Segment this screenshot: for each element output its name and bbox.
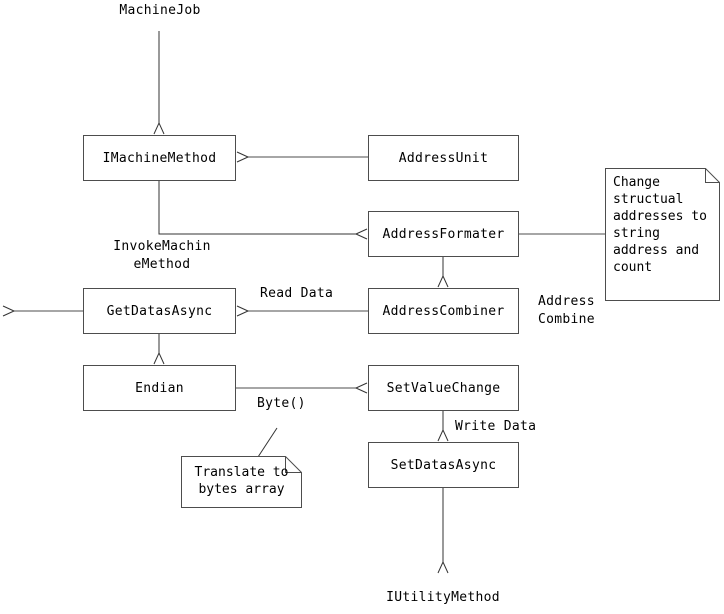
edge-label-address-combine: Address Combine — [538, 294, 595, 327]
node-label: SetValueChange — [386, 380, 501, 396]
diagram-footer-iutilitymethod: IUtilityMethod — [386, 590, 500, 605]
node-addresscombiner[interactable]: AddressCombiner — [368, 288, 519, 334]
node-label: AddressUnit — [398, 150, 489, 166]
node-label: SetDatasAsync — [390, 457, 497, 473]
note-leader-translate-bytes — [257, 427, 278, 458]
edge-label-byte-call: Byte() — [257, 396, 306, 411]
node-setvaluechange[interactable]: SetValueChange — [368, 365, 519, 411]
node-label: IMachineMethod — [102, 150, 217, 166]
note-shape-icon — [181, 456, 302, 508]
node-addressunit[interactable]: AddressUnit — [368, 135, 519, 181]
node-label: AddressCombiner — [382, 303, 505, 319]
note-shape-icon — [605, 168, 720, 301]
node-imachinemethod[interactable]: IMachineMethod — [83, 135, 236, 181]
node-getdatasasync[interactable]: GetDatasAsync — [83, 288, 236, 334]
note-change-structual: Change structual addresses to string add… — [605, 168, 720, 301]
node-addressformater[interactable]: AddressFormater — [368, 211, 519, 257]
node-setdatasasync[interactable]: SetDatasAsync — [368, 442, 519, 488]
edge-imachinemethod-to-addressformater — [158, 181, 367, 234]
diagram-title-machinejob: MachineJob — [119, 3, 201, 18]
node-endian[interactable]: Endian — [83, 365, 236, 411]
edge-label-read-data: Read Data — [260, 286, 334, 301]
edge-label-write-data: Write Data — [455, 419, 537, 434]
edge-label-invoke-machine-method: InvokeMachin eMethod — [113, 239, 211, 272]
node-label: GetDatasAsync — [106, 303, 213, 319]
node-label: Endian — [135, 380, 184, 396]
note-text: Translate to bytes array — [194, 465, 289, 497]
note-translate-bytes: Translate to bytes array — [181, 456, 302, 508]
note-text: Change structual addresses to string add… — [613, 175, 707, 275]
node-label: AddressFormater — [382, 226, 505, 242]
